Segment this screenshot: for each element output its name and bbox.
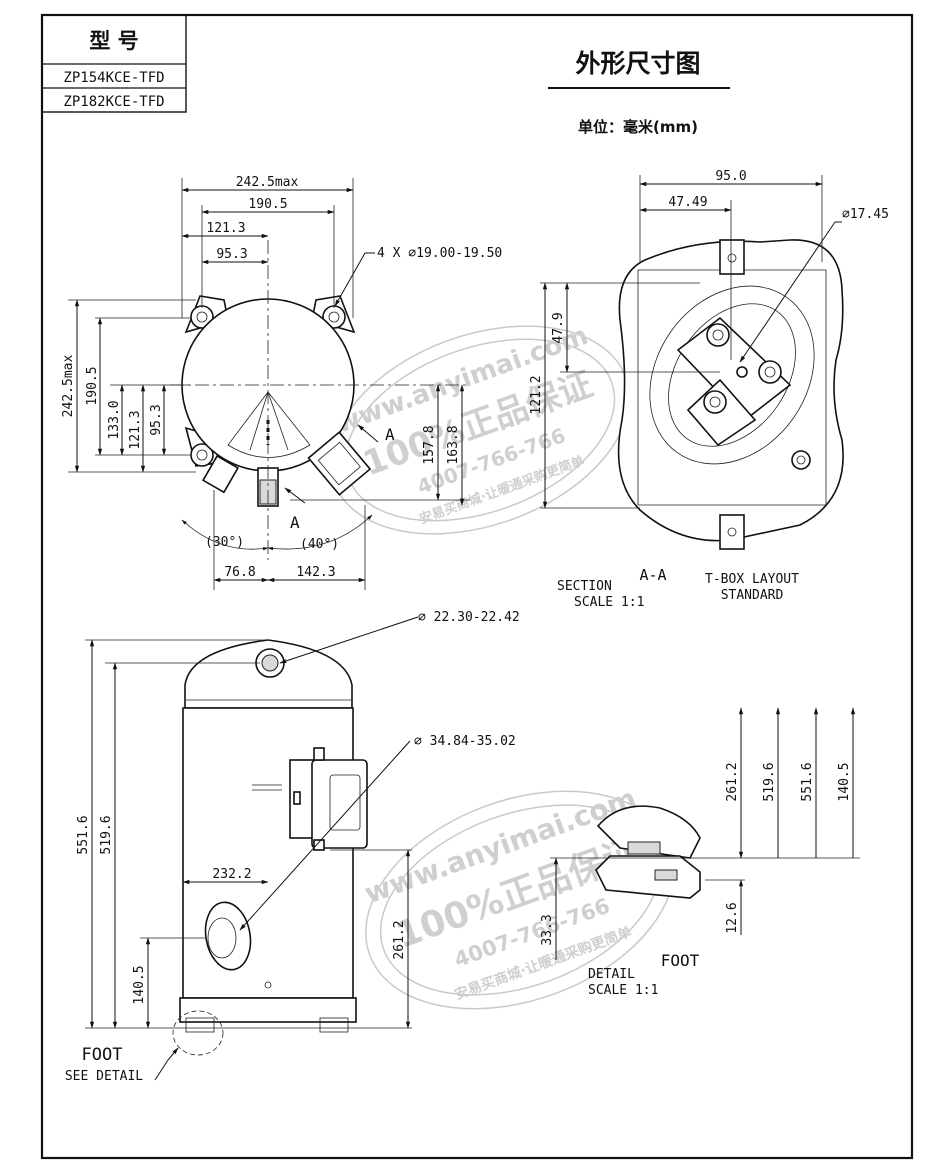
dim-95-3: 95.3 — [216, 247, 247, 262]
angle-40: (40°) — [300, 537, 339, 552]
foot-dim-33-3: 33.3 — [540, 914, 555, 945]
tbox-layout-label: T-BOX LAYOUT — [705, 572, 799, 587]
unit-label: 单位：毫米(mm) — [578, 118, 698, 136]
section-title: A-A — [639, 566, 666, 584]
dim-v-133: 133.0 — [107, 400, 122, 439]
side-dim-261-2: 261.2 — [392, 920, 407, 959]
tbox-dim-95: 95.0 — [715, 169, 746, 184]
foot-dim-140-5: 140.5 — [837, 762, 852, 801]
dim-height-max: 242.5max — [61, 355, 76, 418]
suction-dia: ∅ 22.30-22.42 — [418, 610, 520, 625]
detail-label: DETAIL — [588, 967, 635, 982]
discharge-dia: ∅ 34.84-35.02 — [414, 734, 516, 749]
foot-dim-551-6: 551.6 — [800, 762, 815, 801]
dim-width-max: 242.5max — [236, 175, 299, 190]
model-1: ZP154KCE-TFD — [63, 70, 164, 86]
tbox-dim-47-49: 47.49 — [668, 195, 707, 210]
side-dim-519-6: 519.6 — [99, 815, 114, 854]
tbox-dia: ∅17.45 — [842, 207, 889, 222]
tbox-dim-121-2: 121.2 — [529, 375, 544, 414]
section-mark-a-1: A — [385, 425, 395, 444]
foot-dim-12-6: 12.6 — [725, 902, 740, 933]
dim-h-76-8: 76.8 — [224, 565, 255, 580]
side-dim-551-6: 551.6 — [76, 815, 91, 854]
side-dim-232-2: 232.2 — [212, 867, 251, 882]
side-dim-140-5: 140.5 — [132, 965, 147, 1004]
dim-v-121-3: 121.3 — [128, 410, 143, 449]
top-view: 242.5max 190.5 121.3 95.3 4 X ∅19.00-19.… — [61, 175, 502, 590]
foot-detail-view: 261.2 519.6 551.6 140.5 12.6 33.3 FOOT D… — [540, 707, 860, 998]
angle-30: (30°) — [205, 535, 244, 550]
model-2: ZP182KCE-TFD — [63, 94, 164, 110]
dim-v-157-8: 157.8 — [422, 425, 437, 464]
mount-hole-spec: 4 X ∅19.00-19.50 — [377, 246, 502, 261]
section-scale: SCALE 1:1 — [574, 595, 644, 610]
section-label: SECTION — [557, 579, 612, 594]
tbox-view: 95.0 47.49 ∅17.45 47.9 121.2 A-A SECTION… — [529, 169, 889, 610]
foot-dim-261-2: 261.2 — [725, 762, 740, 801]
dim-121-3: 121.3 — [206, 221, 245, 236]
foot-dim-519-6: 519.6 — [762, 762, 777, 801]
see-detail-label: SEE DETAIL — [65, 1069, 143, 1084]
dim-bolt-span: 190.5 — [248, 197, 287, 212]
sheet-border — [40, 13, 914, 1160]
model-header: 型 号 — [89, 29, 138, 53]
title-block: 型 号 ZP154KCE-TFD ZP182KCE-TFD — [41, 14, 187, 113]
section-mark-a-2: A — [290, 513, 300, 532]
tbox-dim-47-9: 47.9 — [551, 312, 566, 343]
side-view: ∅ 22.30-22.42 ∅ 34.84-35.02 551.6 519.6 … — [65, 610, 520, 1084]
detail-scale: SCALE 1:1 — [588, 983, 658, 998]
dim-v-190-5: 190.5 — [85, 366, 100, 405]
dim-v-163-8: 163.8 — [446, 425, 461, 464]
dim-v-95-3: 95.3 — [149, 404, 164, 435]
foot-detail-label: FOOT — [661, 951, 700, 970]
tbox-standard-label: STANDARD — [721, 588, 784, 603]
foot-label: FOOT — [82, 1045, 123, 1065]
dim-h-142-3: 142.3 — [296, 565, 335, 580]
drawing-title: 外形尺寸图 — [575, 49, 700, 78]
